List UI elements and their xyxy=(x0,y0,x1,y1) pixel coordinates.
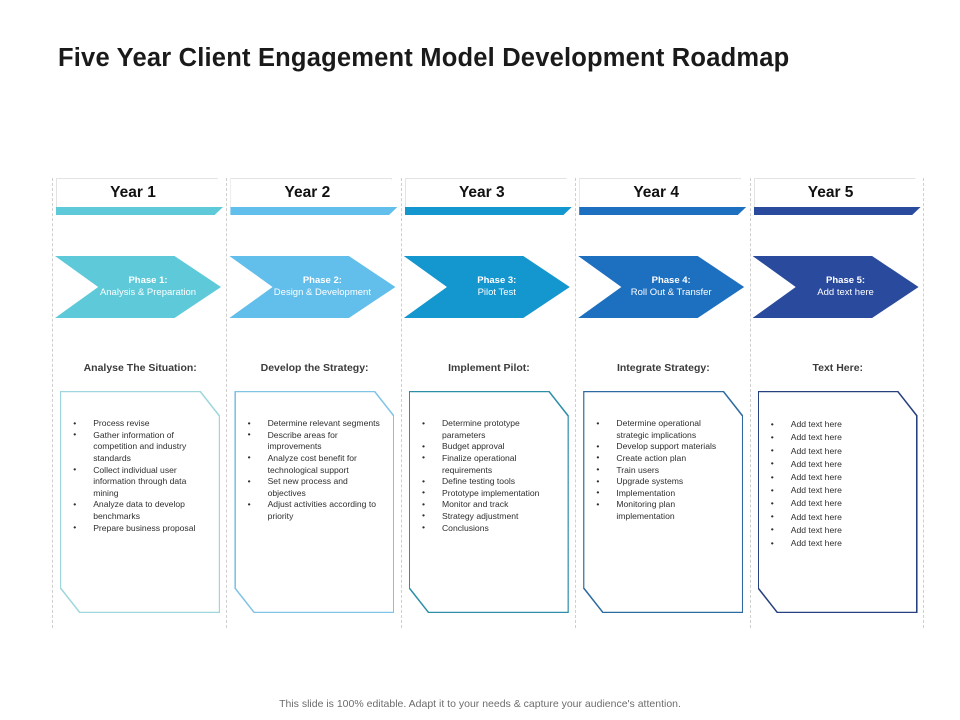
phase-subtitle: Roll Out & Transfer xyxy=(630,287,712,298)
content-box-inner: Add text hereAdd text hereAdd text hereA… xyxy=(758,392,917,612)
list-item: Determine relevant segments xyxy=(242,418,386,430)
list-item: Add text here xyxy=(765,523,909,537)
list-item: Collect individual user information thro… xyxy=(67,464,211,500)
list-item: Determine operational strategic implicat… xyxy=(590,418,734,441)
phase-subtitle: Analysis & Preparation xyxy=(99,287,197,298)
phase-subtitle: Add text here xyxy=(817,287,874,298)
phase-chevron-4[interactable]: Phase 4:Roll Out & Transfer xyxy=(578,256,745,318)
content-box-inner: Determine relevant segmentsDescribe area… xyxy=(235,392,394,612)
content-box-3[interactable]: Determine prototype parametersBudget app… xyxy=(408,391,569,613)
list-item: Describe areas for improvements xyxy=(242,429,386,453)
content-box-inner: Determine prototype parametersBudget app… xyxy=(409,392,568,612)
phase-subtitle: Pilot Test xyxy=(477,287,516,298)
list-item: Gather information of competition and in… xyxy=(67,429,211,465)
list-item: Prototype implementation xyxy=(416,487,560,500)
section-label-4: Integrate Strategy: xyxy=(616,362,710,374)
list-item: Strategy adjustment xyxy=(416,510,560,523)
list-item: Monitor and track xyxy=(416,499,560,511)
section-label-1: Analyse The Situation: xyxy=(83,362,197,374)
list-item: Process revise xyxy=(67,418,211,430)
year-label: Year 1 xyxy=(110,184,156,201)
year-label: Year 2 xyxy=(284,184,331,201)
phase-title: Phase 5: xyxy=(826,274,866,286)
bullet-list: Determine prototype parametersBudget app… xyxy=(410,418,568,534)
list-item: Add text here xyxy=(765,537,909,550)
phase-chevron-text: Phase 1:Analysis & Preparation xyxy=(74,275,202,300)
year-accent-bar-4 xyxy=(579,207,747,215)
list-item: Add text here xyxy=(765,457,909,471)
phase-chevron-text: Phase 4:Roll Out & Transfer xyxy=(605,275,718,300)
list-item: Add text here xyxy=(765,431,909,444)
year-header-5[interactable]: Year 5 xyxy=(753,178,916,208)
list-item: Implementation xyxy=(590,487,734,500)
content-box-2[interactable]: Determine relevant segmentsDescribe area… xyxy=(234,391,395,613)
phase-chevron-1[interactable]: Phase 1:Analysis & Preparation xyxy=(55,256,221,318)
list-item: Analyze data to develop benchmarks xyxy=(67,499,211,522)
phase-chevron-5[interactable]: Phase 5:Add text here xyxy=(752,256,919,318)
phase-title: Phase 3: xyxy=(477,274,517,286)
year-label: Year 5 xyxy=(807,184,854,201)
list-item: Determine prototype parameters xyxy=(416,418,560,441)
list-item: Monitoring plan implementation xyxy=(590,499,734,522)
phase-chevron-text: Phase 3:Pilot Test xyxy=(451,275,522,300)
phase-chevron-text: Phase 2:Design & Development xyxy=(248,275,377,300)
list-item: Conclusions xyxy=(416,522,560,535)
list-item: Upgrade systems xyxy=(590,476,734,488)
list-item: Add text here xyxy=(765,418,909,431)
phase-subtitle: Design & Development xyxy=(273,287,371,298)
year-label: Year 3 xyxy=(458,184,505,201)
list-item: Develop support materials xyxy=(590,441,734,453)
list-item: Finalize operational requirements xyxy=(416,452,560,476)
year-header-1[interactable]: Year 1 xyxy=(56,178,218,208)
content-box-5[interactable]: Add text hereAdd text hereAdd text hereA… xyxy=(757,391,918,613)
year-label: Year 4 xyxy=(633,184,680,201)
bullet-list: Process reviseGather information of comp… xyxy=(61,418,219,534)
year-accent-bar-2 xyxy=(230,207,398,215)
page-title: Five Year Client Engagement Model Develo… xyxy=(58,44,790,72)
list-item: Add text here xyxy=(765,484,909,497)
year-accent-bar-3 xyxy=(404,207,572,215)
phase-chevron-text: Phase 5:Add text here xyxy=(791,275,880,300)
content-box-1[interactable]: Process reviseGather information of comp… xyxy=(60,391,220,613)
year-header-4[interactable]: Year 4 xyxy=(579,178,742,208)
phase-title: Phase 1: xyxy=(128,274,168,286)
footer-note: This slide is 100% editable. Adapt it to… xyxy=(279,698,681,710)
bullet-list: Determine relevant segmentsDescribe area… xyxy=(236,418,394,522)
content-box-inner: Process reviseGather information of comp… xyxy=(61,392,219,612)
bullet-list: Determine operational strategic implicat… xyxy=(584,418,742,522)
section-label-2: Develop the Strategy: xyxy=(260,362,369,374)
list-item: Set new process and objectives xyxy=(242,476,386,499)
list-item: Adjust activities according to priority xyxy=(242,499,386,522)
list-item: Train users xyxy=(590,464,734,477)
content-box-inner: Determine operational strategic implicat… xyxy=(584,392,742,612)
phase-title: Phase 4: xyxy=(651,274,691,286)
section-label-5: Text Here: xyxy=(812,362,864,374)
phase-chevron-3[interactable]: Phase 3:Pilot Test xyxy=(403,256,570,318)
year-accent-bar-1 xyxy=(56,207,223,215)
list-item: Add text here xyxy=(765,497,909,510)
year-header-2[interactable]: Year 2 xyxy=(230,178,393,208)
bullet-list: Add text hereAdd text hereAdd text hereA… xyxy=(759,418,917,550)
year-accent-bar-5 xyxy=(753,207,921,215)
year-header-3[interactable]: Year 3 xyxy=(404,178,567,208)
list-item: Prepare business proposal xyxy=(67,522,211,535)
phase-title: Phase 2: xyxy=(302,274,342,286)
phase-chevron-2[interactable]: Phase 2:Design & Development xyxy=(229,256,396,318)
list-item: Create action plan xyxy=(590,452,734,465)
section-label-3: Implement Pilot: xyxy=(448,362,530,374)
list-item: Budget approval xyxy=(416,441,560,453)
list-item: Add text here xyxy=(765,444,909,458)
list-item: Analyze cost benefit for technological s… xyxy=(242,452,386,476)
list-item: Define testing tools xyxy=(416,476,560,488)
list-item: Add text here xyxy=(765,510,909,524)
list-item: Add text here xyxy=(765,470,909,484)
content-box-4[interactable]: Determine operational strategic implicat… xyxy=(583,391,744,613)
